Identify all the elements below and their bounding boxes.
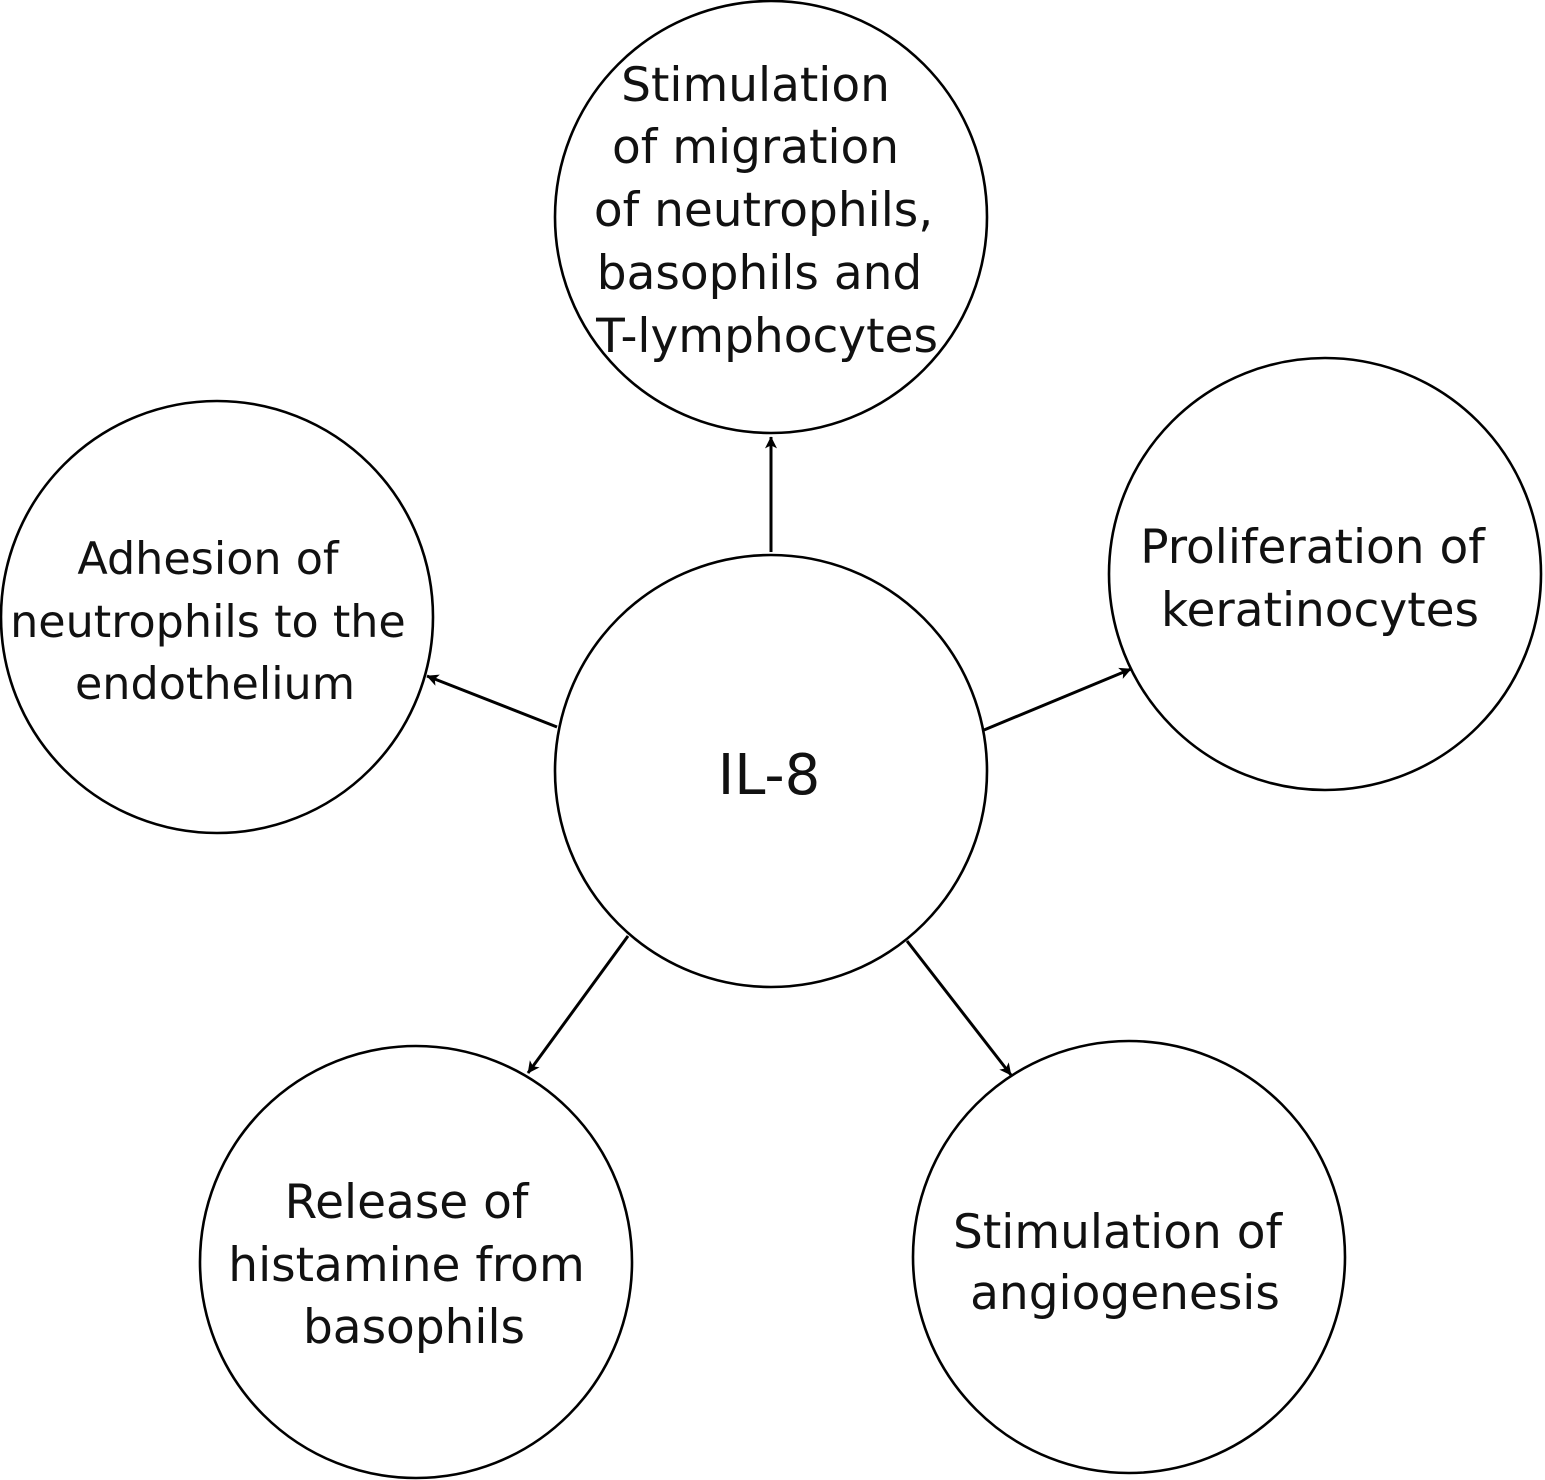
arrow-to-angiogenesis — [905, 940, 1013, 1076]
node-angiogenesis-circle — [911, 1039, 1347, 1475]
node-angiogenesis-line: angiogenesis — [970, 1266, 1280, 1321]
arrow-to-adhesion — [426, 674, 558, 729]
node-angiogenesis: Stimulation of angiogenesis — [911, 1039, 1347, 1475]
node-migration-line: T-lymphocytes — [595, 309, 938, 364]
node-migration: Stimulation of migration of neutrophils,… — [553, 0, 989, 435]
node-migration-label: Stimulation of migration of neutrophils,… — [594, 58, 948, 364]
arrow-to-histamine — [526, 935, 630, 1074]
node-proliferation-line: Proliferation of — [1140, 520, 1486, 575]
arrow-to-proliferation — [983, 667, 1132, 732]
node-il8-label: IL-8 — [718, 743, 821, 808]
node-proliferation-label: Proliferation of keratinocytes — [1140, 520, 1500, 638]
node-il8-circle — [553, 553, 989, 989]
node-adhesion-line: Adhesion of — [77, 534, 340, 585]
node-angiogenesis-label: Stimulation of angiogenesis — [953, 1205, 1297, 1321]
node-histamine-label: Release of histamine from basophils — [228, 1175, 599, 1355]
node-adhesion-label: Adhesion of neutrophils to the endotheli… — [10, 534, 420, 710]
node-angiogenesis-line: Stimulation of — [953, 1205, 1283, 1260]
node-migration-line: basophils and — [597, 246, 922, 301]
node-migration-line: of migration — [612, 120, 899, 175]
node-histamine-line: histamine from — [228, 1238, 584, 1293]
node-adhesion-circle — [0, 399, 435, 835]
node-adhesion-line: endothelium — [75, 659, 355, 710]
edges — [426, 436, 1132, 1076]
node-proliferation: Proliferation of keratinocytes — [1107, 356, 1543, 792]
node-proliferation-line: keratinocytes — [1161, 583, 1479, 638]
node-adhesion: Adhesion of neutrophils to the endotheli… — [0, 399, 435, 835]
node-histamine-circle — [198, 1044, 634, 1480]
node-migration-line: of neutrophils, — [594, 183, 933, 238]
node-il8: IL-8 — [553, 553, 989, 989]
node-histamine-line: Release of — [285, 1175, 530, 1230]
node-histamine: Release of histamine from basophils — [198, 1044, 634, 1480]
node-migration-line: Stimulation — [621, 58, 890, 113]
node-proliferation-circle — [1107, 356, 1543, 792]
node-adhesion-line: neutrophils to the — [10, 597, 406, 648]
node-migration-circle — [553, 0, 989, 435]
node-histamine-line: basophils — [303, 1300, 525, 1355]
